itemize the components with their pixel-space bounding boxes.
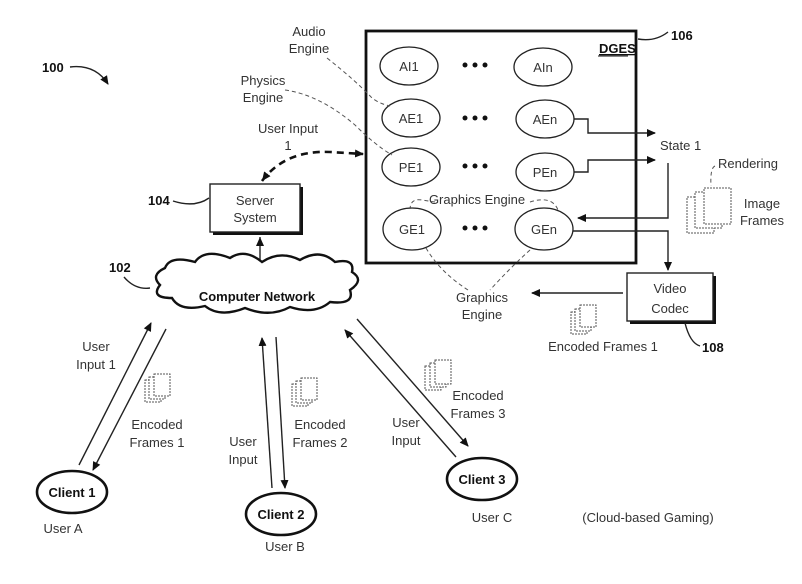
network-ref: 102 bbox=[109, 260, 131, 275]
client1-user: User A bbox=[43, 521, 82, 536]
node-pen: PEn bbox=[515, 152, 575, 192]
client3-frames-label-1: Encoded bbox=[452, 388, 503, 403]
client-1-node: Client 1 bbox=[35, 469, 109, 515]
ellipsis-dots bbox=[462, 62, 488, 68]
client3-input-arrow bbox=[344, 329, 457, 458]
rendering-leader bbox=[710, 165, 716, 187]
node-pe1: PE1 bbox=[381, 147, 441, 187]
svg-text:PEn: PEn bbox=[533, 165, 558, 180]
figure-caption: (Cloud-based Gaming) bbox=[582, 510, 714, 525]
client2-frames-label-1: Encoded bbox=[294, 417, 345, 432]
user-input-dashed-arrow bbox=[260, 149, 364, 182]
server-label-1: Server bbox=[236, 193, 275, 208]
physics-engine-label-1: Physics bbox=[241, 73, 286, 88]
server-ref: 104 bbox=[148, 193, 170, 208]
aen-state-arrow bbox=[574, 118, 656, 137]
encoded-frames-codec-label: Encoded Frames 1 bbox=[548, 339, 658, 354]
node-gen: GEn bbox=[514, 207, 574, 251]
codec-ref-leader bbox=[684, 322, 701, 347]
computer-network-cloud bbox=[154, 252, 360, 314]
client2-input-arrow bbox=[258, 337, 273, 489]
client1-input-label-2: Input 1 bbox=[76, 357, 116, 372]
graphics-engine-bottom-label-1: Graphics bbox=[456, 290, 509, 305]
node-ge1: GE1 bbox=[382, 207, 442, 251]
video-codec-box bbox=[626, 272, 714, 322]
client2-frames-arrow bbox=[275, 336, 289, 489]
client1-frames-icon bbox=[144, 373, 171, 403]
physics-engine-label-2: Engine bbox=[243, 90, 283, 105]
client3-frames-arrow bbox=[356, 318, 469, 447]
client1-frames-label-1: Encoded bbox=[131, 417, 182, 432]
client3-frames-label-2: Frames 3 bbox=[451, 406, 506, 421]
svg-text:PE1: PE1 bbox=[399, 160, 424, 175]
svg-text:GE1: GE1 bbox=[399, 222, 425, 237]
user-input-server-label-1: User Input bbox=[258, 121, 318, 136]
svg-text:Client 3: Client 3 bbox=[459, 472, 506, 487]
codec-ref: 108 bbox=[702, 340, 724, 355]
image-frames-icon bbox=[686, 187, 732, 234]
server-label-2: System bbox=[233, 210, 276, 225]
graphics-engine-inner-label: Graphics Engine bbox=[429, 192, 525, 207]
client2-input-label-2: Input bbox=[229, 452, 258, 467]
client2-frames-icon bbox=[291, 377, 318, 407]
ellipsis-dots bbox=[462, 225, 488, 231]
node-ae1: AE1 bbox=[381, 98, 441, 138]
client1-frames-label-2: Frames 1 bbox=[130, 435, 185, 450]
audio-engine-label-1: Audio bbox=[292, 24, 325, 39]
image-frames-label-2: Frames bbox=[740, 213, 785, 228]
gen-to-codec-arrow bbox=[573, 230, 672, 271]
ellipsis-dots bbox=[462, 163, 488, 169]
svg-text:Client 1: Client 1 bbox=[49, 485, 96, 500]
audio-engine-label-2: Engine bbox=[289, 41, 329, 56]
node-aen: AEn bbox=[515, 99, 575, 139]
pen-state-arrow bbox=[574, 156, 656, 173]
graphics-engine-bottom-label-2: Engine bbox=[462, 307, 502, 322]
client1-input-label-1: User bbox=[82, 339, 110, 354]
user-input-server-label-2: 1 bbox=[284, 138, 291, 153]
server-ref-leader bbox=[172, 197, 210, 205]
graphics-engine-bracket-right bbox=[529, 199, 559, 211]
figure-ref-100: 100 bbox=[42, 60, 64, 75]
encoded-frames-codec-icon bbox=[570, 304, 597, 335]
dges-title: DGES bbox=[599, 41, 636, 56]
codec-label-1: Video bbox=[653, 281, 686, 296]
svg-text:AEn: AEn bbox=[533, 112, 558, 127]
svg-text:AI1: AI1 bbox=[399, 59, 419, 74]
svg-text:AIn: AIn bbox=[533, 60, 553, 75]
client-3-node: Client 3 bbox=[445, 456, 519, 502]
node-ain: AIn bbox=[513, 47, 573, 87]
image-frames-label-1: Image bbox=[744, 196, 780, 211]
network-ref-leader bbox=[123, 276, 151, 289]
client1-frames-arrow bbox=[92, 328, 167, 471]
network-label: Computer Network bbox=[199, 289, 316, 304]
client2-input-label-1: User bbox=[229, 434, 257, 449]
ellipsis-dots bbox=[462, 115, 488, 121]
state-to-gen-arrow bbox=[577, 163, 669, 222]
dges-ref-leader bbox=[637, 31, 669, 41]
client2-user: User B bbox=[265, 539, 305, 554]
graphics-engine-leader-right bbox=[489, 249, 531, 291]
client3-input-label-2: Input bbox=[392, 433, 421, 448]
node-ai1: AI1 bbox=[379, 46, 439, 86]
codec-label-2: Codec bbox=[651, 301, 689, 316]
server-system-box bbox=[209, 183, 301, 233]
dges-ref: 106 bbox=[671, 28, 693, 43]
physics-engine-leader bbox=[284, 89, 393, 156]
client2-frames-label-2: Frames 2 bbox=[293, 435, 348, 450]
svg-text:GEn: GEn bbox=[531, 222, 557, 237]
client1-input-arrow bbox=[78, 322, 152, 466]
client3-input-label-1: User bbox=[392, 415, 420, 430]
rendering-label: Rendering bbox=[718, 156, 778, 171]
svg-text:Client 2: Client 2 bbox=[258, 507, 305, 522]
graphics-engine-leader-left bbox=[425, 247, 469, 291]
client3-frames-icon bbox=[424, 359, 452, 391]
state-label: State 1 bbox=[660, 138, 701, 153]
client-2-node: Client 2 bbox=[244, 491, 318, 537]
figure-ref-arrow bbox=[69, 65, 109, 85]
client3-user: User C bbox=[472, 510, 512, 525]
svg-text:AE1: AE1 bbox=[399, 111, 424, 126]
